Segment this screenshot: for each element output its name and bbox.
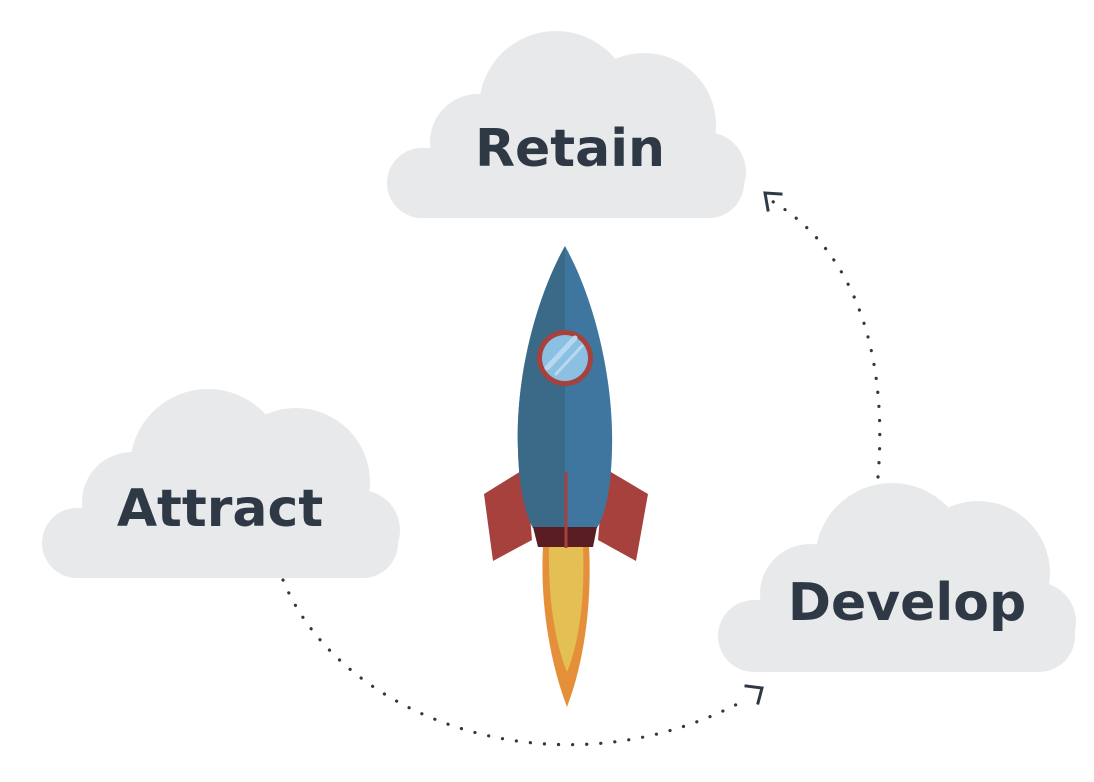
cloud-attract: Attract bbox=[42, 389, 400, 578]
flame-inner bbox=[548, 546, 584, 672]
cloud-shape bbox=[718, 483, 1076, 672]
cloud-develop: Develop bbox=[718, 483, 1076, 672]
rocket-icon bbox=[484, 246, 648, 707]
connector-develop-to-retain bbox=[763, 191, 882, 479]
fin-right bbox=[598, 468, 648, 561]
connector-attract-to-develop bbox=[281, 578, 764, 747]
rocket-window-glare bbox=[544, 335, 578, 371]
arrowhead-icon bbox=[763, 191, 783, 212]
cloud-label-attract: Attract bbox=[117, 479, 323, 539]
arrowhead-icon bbox=[744, 684, 764, 705]
rocket-window-glare bbox=[554, 344, 584, 376]
cloud-shape bbox=[387, 31, 746, 218]
cloud-retain: Retain bbox=[387, 31, 746, 218]
cloud-label-develop: Develop bbox=[788, 573, 1026, 633]
fin-left bbox=[484, 468, 532, 561]
cloud-label-retain: Retain bbox=[475, 119, 665, 179]
rocket-body-shade bbox=[517, 246, 565, 528]
rocket-window bbox=[542, 335, 588, 381]
cloud-shape bbox=[42, 389, 400, 578]
